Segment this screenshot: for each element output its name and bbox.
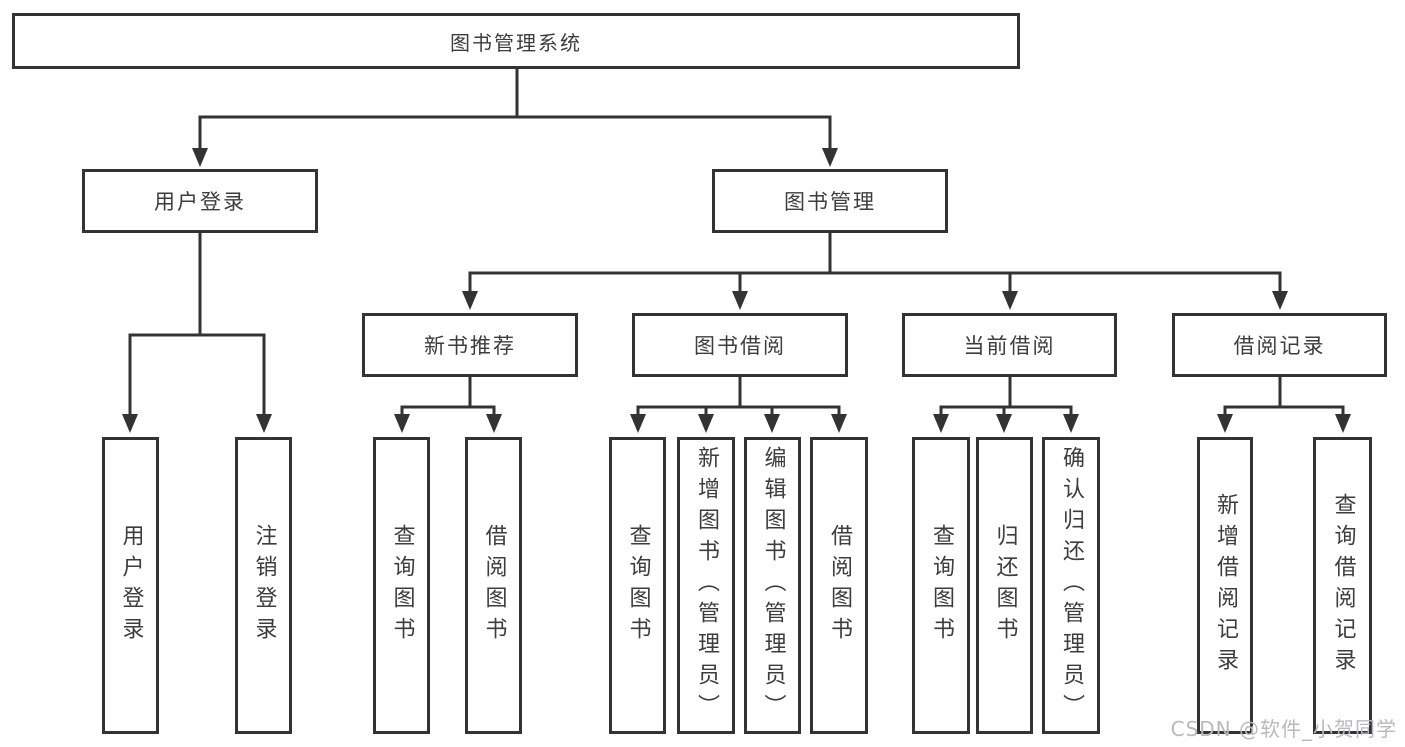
node-book-mgmt: 图书管理	[712, 169, 948, 233]
leaf-record-query: 查询借阅记录	[1313, 437, 1372, 734]
leaf-record-add: 新增借阅记录	[1197, 437, 1253, 734]
csdn-watermark: CSDN @软件_小贺同学	[1170, 717, 1397, 741]
node-borrow-record: 借阅记录	[1172, 313, 1387, 377]
leaf-rec-borrow-books: 借阅图书	[465, 437, 522, 734]
leaf-borrow-borrow-books: 借阅图书	[810, 437, 868, 734]
leaf-logout: 注销登录	[235, 437, 292, 734]
leaf-current-confirm-return: 确认归还（管理员）	[1042, 437, 1100, 734]
node-book-borrow: 图书借阅	[632, 313, 848, 377]
node-new-book-rec: 新书推荐	[362, 313, 578, 377]
leaf-borrow-add-books: 新增图书（管理员）	[677, 437, 735, 734]
node-user-login: 用户登录	[82, 169, 318, 233]
leaf-borrow-edit-books: 编辑图书（管理员）	[744, 437, 801, 734]
node-root: 图书管理系统	[12, 13, 1020, 69]
node-current-borrow: 当前借阅	[902, 313, 1117, 377]
leaf-borrow-query-books: 查询图书	[609, 437, 666, 734]
arrow-down-icons	[122, 148, 1351, 433]
leaf-user-login: 用户登录	[102, 437, 159, 734]
leaf-current-return-books: 归还图书	[976, 437, 1033, 734]
leaf-current-query-books: 查询图书	[912, 437, 970, 734]
leaf-rec-query-books: 查询图书	[373, 437, 430, 734]
